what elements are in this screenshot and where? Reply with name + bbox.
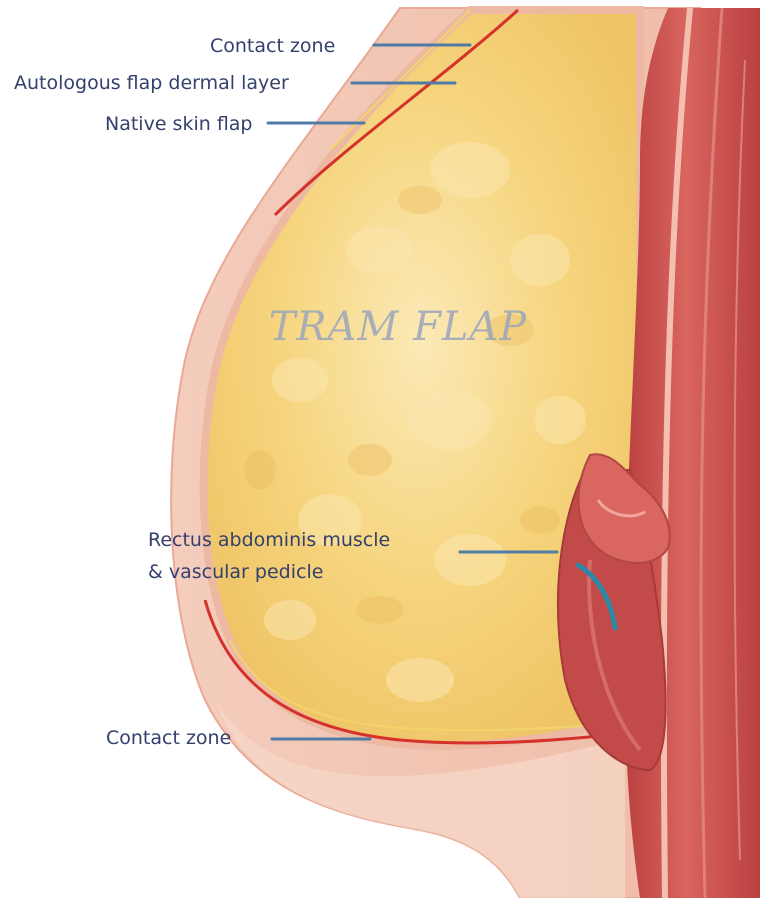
tram-flap-title: TRAM FLAP <box>269 304 528 350</box>
label-contact-zone-top: Contact zone <box>210 35 335 57</box>
label-contact-zone-bottom: Contact zone <box>106 727 231 749</box>
label-native-skin-flap: Native skin flap <box>105 113 253 135</box>
label-autologous-flap-dermal-layer: Autologous flap dermal layer <box>14 72 289 94</box>
label-rectus-line-1: Rectus abdominis muscle <box>148 529 390 551</box>
label-rectus-line-2: & vascular pedicle <box>148 561 323 583</box>
